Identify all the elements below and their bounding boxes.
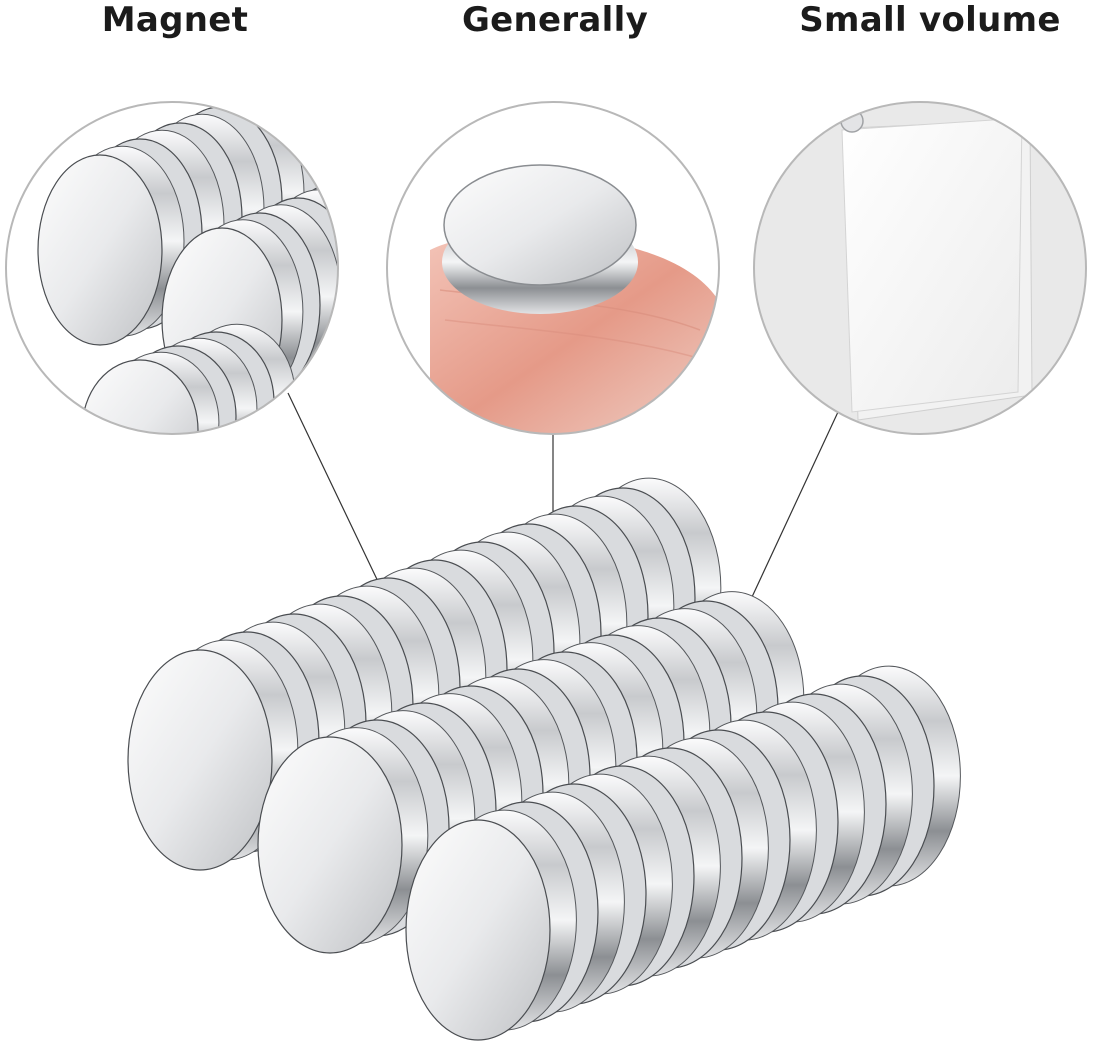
magnet-stacks	[127, 477, 961, 1041]
single-magnet-face	[443, 164, 637, 286]
paper-sheet	[841, 117, 1023, 413]
connector-line-1	[287, 392, 384, 593]
closeup-stack-3	[81, 323, 296, 434]
label-generally: Generally	[461, 0, 649, 40]
magnet-disc	[257, 727, 429, 954]
magnet-disc	[127, 639, 299, 871]
magnet-stack-front	[405, 665, 961, 1041]
closeup-circle-fingertip	[387, 102, 719, 434]
closeup-circle-border-3	[753, 101, 1087, 435]
label-small-volume: Small volume	[799, 0, 1061, 40]
closeup-circle-paper	[754, 102, 1086, 434]
closeup-circle-border-2	[386, 101, 720, 435]
closeup-circle-border-1	[5, 101, 339, 435]
magnet-disc	[37, 145, 185, 346]
label-magnet: Magnet	[101, 0, 249, 40]
closeup-circle-magnet	[6, 102, 338, 434]
magnet-disc	[405, 809, 577, 1041]
connector-line-3	[744, 411, 839, 613]
